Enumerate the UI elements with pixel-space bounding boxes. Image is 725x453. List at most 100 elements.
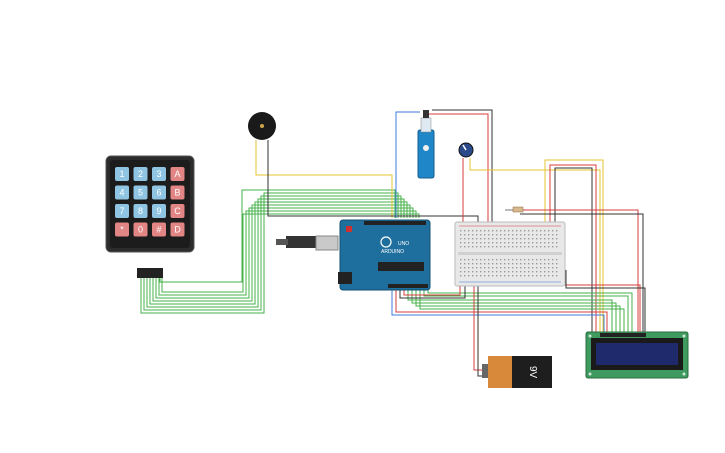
breadboard-hole[interactable] bbox=[460, 259, 462, 261]
breadboard-hole[interactable] bbox=[520, 242, 522, 244]
breadboard-hole[interactable] bbox=[476, 271, 478, 273]
breadboard-hole[interactable] bbox=[544, 271, 546, 273]
breadboard-hole[interactable] bbox=[464, 267, 466, 269]
breadboard-hole[interactable] bbox=[540, 267, 542, 269]
breadboard-hole[interactable] bbox=[536, 259, 538, 261]
breadboard-hole[interactable] bbox=[472, 234, 474, 236]
breadboard-hole[interactable] bbox=[484, 234, 486, 236]
breadboard-hole[interactable] bbox=[480, 267, 482, 269]
breadboard-hole[interactable] bbox=[536, 234, 538, 236]
breadboard-hole[interactable] bbox=[460, 263, 462, 265]
breadboard-hole[interactable] bbox=[484, 246, 486, 248]
breadboard-hole[interactable] bbox=[480, 259, 482, 261]
lcd-16x2[interactable] bbox=[585, 331, 689, 379]
potentiometer[interactable] bbox=[458, 142, 474, 158]
breadboard-hole[interactable] bbox=[460, 271, 462, 273]
breadboard-hole[interactable] bbox=[532, 267, 534, 269]
breadboard-hole[interactable] bbox=[468, 238, 470, 240]
breadboard-hole[interactable] bbox=[516, 259, 518, 261]
keypad-key[interactable]: 0 bbox=[133, 222, 148, 237]
breadboard-hole[interactable] bbox=[556, 230, 558, 232]
piezo-buzzer[interactable] bbox=[248, 112, 276, 140]
breadboard-hole[interactable] bbox=[500, 263, 502, 265]
keypad-key[interactable]: 3 bbox=[152, 167, 166, 181]
breadboard[interactable] bbox=[454, 221, 566, 287]
breadboard-hole[interactable] bbox=[488, 246, 490, 248]
breadboard-hole[interactable] bbox=[480, 230, 482, 232]
breadboard-hole[interactable] bbox=[480, 263, 482, 265]
breadboard-hole[interactable] bbox=[556, 275, 558, 277]
breadboard-hole[interactable] bbox=[476, 230, 478, 232]
lcd-wire-3[interactable] bbox=[554, 167, 593, 336]
breadboard-hole[interactable] bbox=[520, 246, 522, 248]
breadboard-hole[interactable] bbox=[524, 238, 526, 240]
breadboard-hole[interactable] bbox=[552, 267, 554, 269]
breadboard-hole[interactable] bbox=[508, 267, 510, 269]
breadboard-hole[interactable] bbox=[536, 263, 538, 265]
breadboard-hole[interactable] bbox=[540, 242, 542, 244]
breadboard-hole[interactable] bbox=[556, 267, 558, 269]
breadboard-hole[interactable] bbox=[488, 242, 490, 244]
breadboard-hole[interactable] bbox=[492, 275, 494, 277]
breadboard-hole[interactable] bbox=[460, 230, 462, 232]
breadboard-hole[interactable] bbox=[468, 263, 470, 265]
breadboard-hole[interactable] bbox=[544, 230, 546, 232]
breadboard-hole[interactable] bbox=[500, 259, 502, 261]
breadboard-hole[interactable] bbox=[496, 242, 498, 244]
breadboard-hole[interactable] bbox=[524, 246, 526, 248]
breadboard-hole[interactable] bbox=[468, 234, 470, 236]
breadboard-hole[interactable] bbox=[512, 267, 514, 269]
breadboard-hole[interactable] bbox=[548, 275, 550, 277]
breadboard-hole[interactable] bbox=[468, 246, 470, 248]
breadboard-hole[interactable] bbox=[544, 242, 546, 244]
breadboard-hole[interactable] bbox=[548, 246, 550, 248]
breadboard-hole[interactable] bbox=[556, 238, 558, 240]
breadboard-hole[interactable] bbox=[468, 259, 470, 261]
keypad-key[interactable]: 9 bbox=[152, 204, 166, 218]
breadboard-hole[interactable] bbox=[472, 230, 474, 232]
breadboard-hole[interactable] bbox=[552, 242, 554, 244]
breadboard-hole[interactable] bbox=[540, 246, 542, 248]
breadboard-hole[interactable] bbox=[512, 242, 514, 244]
breadboard-hole[interactable] bbox=[460, 242, 462, 244]
keypad-key[interactable]: A bbox=[170, 167, 185, 181]
breadboard-hole[interactable] bbox=[536, 267, 538, 269]
breadboard-hole[interactable] bbox=[484, 275, 486, 277]
breadboard-hole[interactable] bbox=[508, 263, 510, 265]
breadboard-hole[interactable] bbox=[464, 230, 466, 232]
keypad-key[interactable]: 8 bbox=[133, 204, 148, 218]
breadboard-hole[interactable] bbox=[540, 234, 542, 236]
breadboard-hole[interactable] bbox=[532, 230, 534, 232]
breadboard-hole[interactable] bbox=[476, 234, 478, 236]
breadboard-hole[interactable] bbox=[536, 246, 538, 248]
breadboard-hole[interactable] bbox=[528, 246, 530, 248]
breadboard-hole[interactable] bbox=[492, 263, 494, 265]
breadboard-hole[interactable] bbox=[528, 267, 530, 269]
breadboard-hole[interactable] bbox=[504, 275, 506, 277]
breadboard-hole[interactable] bbox=[460, 267, 462, 269]
keypad-key[interactable]: 4 bbox=[115, 185, 129, 200]
breadboard-hole[interactable] bbox=[520, 234, 522, 236]
arduino-5v-wire[interactable] bbox=[403, 285, 461, 296]
breadboard-hole[interactable] bbox=[532, 242, 534, 244]
buzzer-signal-wire[interactable] bbox=[255, 140, 393, 218]
breadboard-hole[interactable] bbox=[516, 246, 518, 248]
breadboard-hole[interactable] bbox=[520, 271, 522, 273]
breadboard-hole[interactable] bbox=[536, 275, 538, 277]
arduino-uno[interactable]: UNO ARDUINO bbox=[276, 219, 431, 291]
breadboard-hole[interactable] bbox=[512, 230, 514, 232]
battery-positive-wire[interactable] bbox=[473, 285, 483, 371]
breadboard-hole[interactable] bbox=[500, 238, 502, 240]
breadboard-hole[interactable] bbox=[508, 275, 510, 277]
breadboard-hole[interactable] bbox=[540, 263, 542, 265]
breadboard-hole[interactable] bbox=[472, 263, 474, 265]
breadboard-hole[interactable] bbox=[520, 275, 522, 277]
breadboard-hole[interactable] bbox=[476, 238, 478, 240]
breadboard-hole[interactable] bbox=[552, 234, 554, 236]
breadboard-hole[interactable] bbox=[488, 230, 490, 232]
breadboard-hole[interactable] bbox=[468, 275, 470, 277]
breadboard-hole[interactable] bbox=[488, 259, 490, 261]
breadboard-hole[interactable] bbox=[512, 246, 514, 248]
breadboard-hole[interactable] bbox=[500, 275, 502, 277]
breadboard-hole[interactable] bbox=[484, 230, 486, 232]
